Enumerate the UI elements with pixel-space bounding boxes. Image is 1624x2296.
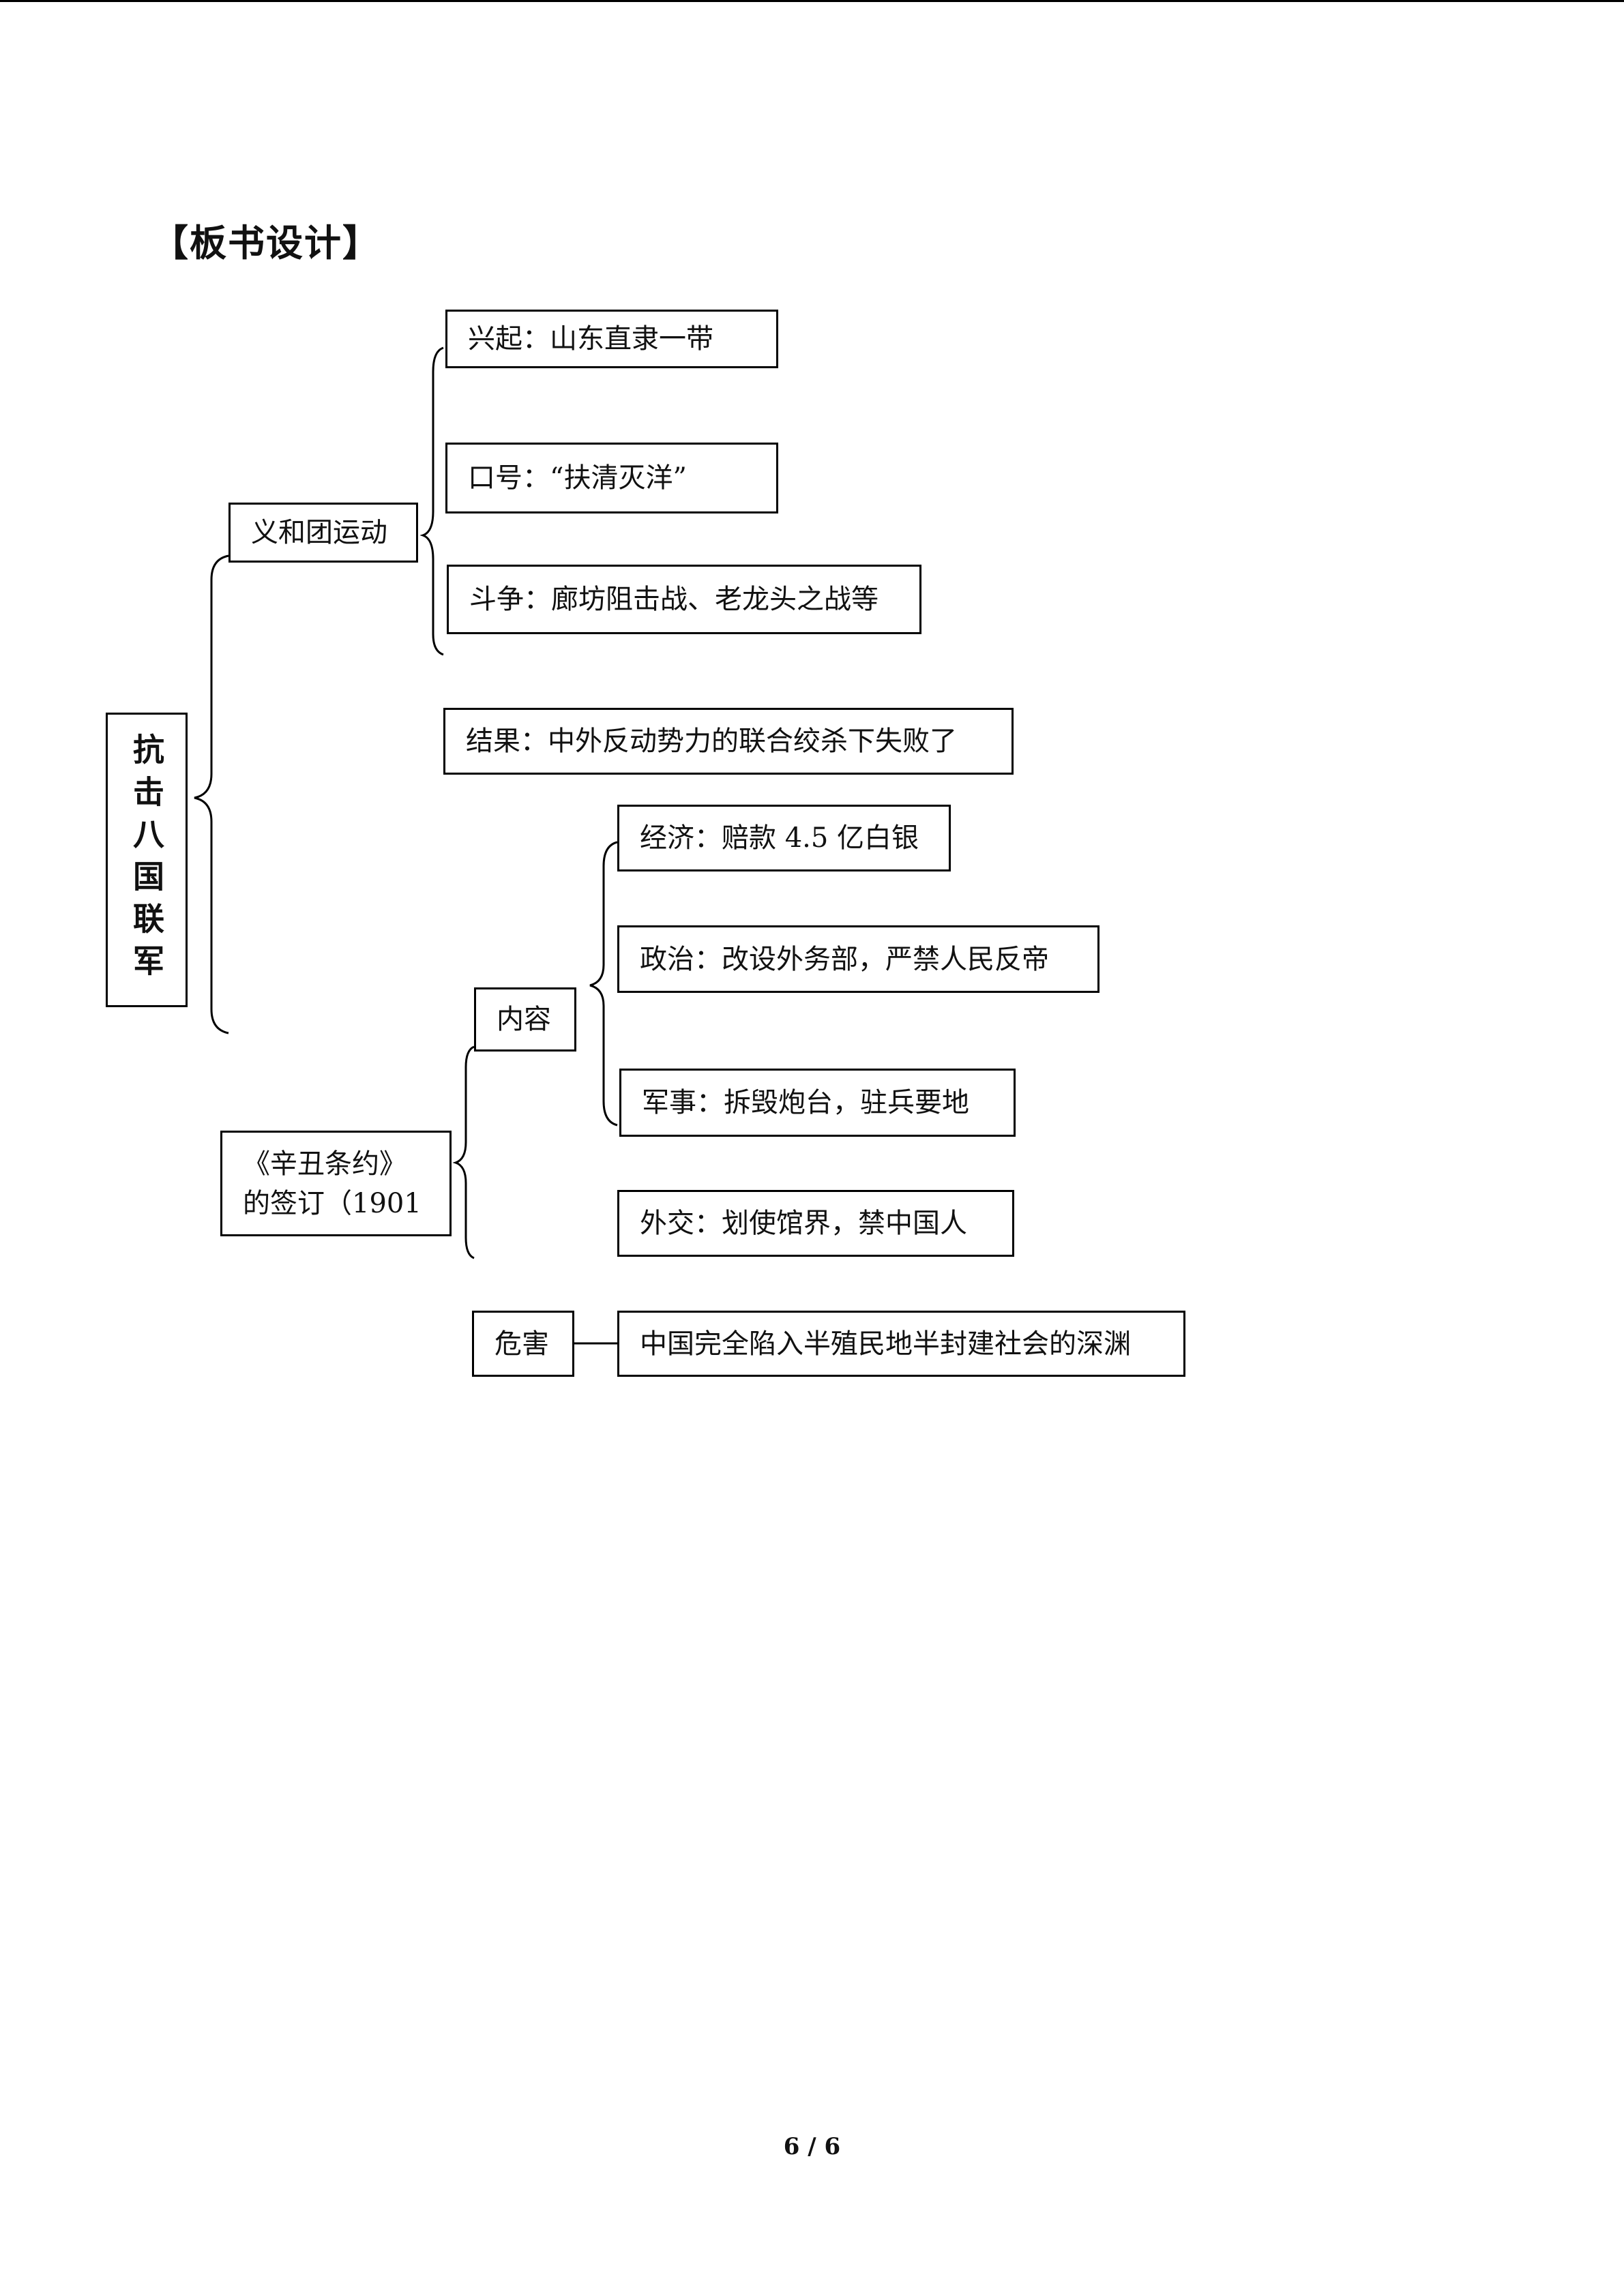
treaty-diplomacy-text: 外交：划使馆界，禁中国人 (640, 1208, 967, 1239)
boxer-slogan-box: 口号：“扶清灭洋” (445, 443, 778, 513)
treaty-content-label: 内容 (497, 1004, 551, 1035)
boxer-rise-text: 兴起：山东直隶一带 (468, 323, 713, 355)
boxer-result-text: 结果：中外反动势力的联合绞杀下失败了 (466, 726, 957, 757)
treaty-signing-line1: 《辛丑条约》 (243, 1148, 407, 1180)
treaty-diplomacy-box: 外交：划使馆界，禁中国人 (617, 1190, 1014, 1257)
boxer-struggle-box: 斗争：廊坊阻击战、老龙头之战等 (447, 565, 921, 634)
treaty-harm-box: 中国完全陷入半殖民地半封建社会的深渊 (617, 1311, 1185, 1377)
treaty-military-text: 军事：拆毁炮台，驻兵要地 (642, 1087, 969, 1118)
content-bracket (589, 841, 618, 1127)
treaty-economy-box: 经济：赔款 4.5 亿白银 (617, 805, 951, 871)
page-number: 6 / 6 (783, 2133, 841, 2160)
treaty-bracket (452, 1045, 475, 1259)
treaty-signing-line2: 的签订（1901 (243, 1187, 422, 1219)
boxer-movement-label: 义和团运动 (251, 517, 387, 548)
top-border-rule (0, 0, 1624, 2)
treaty-economy-text: 经济：赔款 4.5 亿白银 (640, 822, 919, 854)
treaty-military-box: 军事：拆毁炮台，驻兵要地 (619, 1069, 1016, 1137)
boxer-bracket (419, 346, 444, 656)
treaty-signing-box: 《辛丑条约》 的签订（1901 (220, 1131, 452, 1236)
boxer-slogan-text: 口号：“扶清灭洋” (468, 462, 687, 494)
treaty-harm-label-box: 危害 (472, 1311, 574, 1377)
treaty-content-box: 内容 (474, 987, 576, 1052)
boxer-movement-box: 义和团运动 (228, 503, 418, 563)
treaty-politics-box: 政治：改设外务部，严禁人民反帝 (617, 925, 1099, 993)
boxer-rise-box: 兴起：山东直隶一带 (445, 310, 778, 368)
section-heading: 【板书设计】 (151, 221, 381, 265)
treaty-politics-text: 政治：改设外务部，严禁人民反帝 (640, 943, 1049, 975)
treaty-harm-text: 中国完全陷入半殖民地半封建社会的深渊 (640, 1328, 1131, 1360)
treaty-harm-label: 危害 (494, 1328, 549, 1360)
root-bracket (194, 554, 229, 1034)
boxer-struggle-text: 斗争：廊坊阻击战、老龙头之战等 (469, 584, 879, 615)
root-topic-box: 抗击八国联军 (106, 713, 188, 1007)
root-topic: 抗击八国联军 (128, 733, 165, 987)
boxer-result-box: 结果：中外反动势力的联合绞杀下失败了 (443, 708, 1014, 775)
